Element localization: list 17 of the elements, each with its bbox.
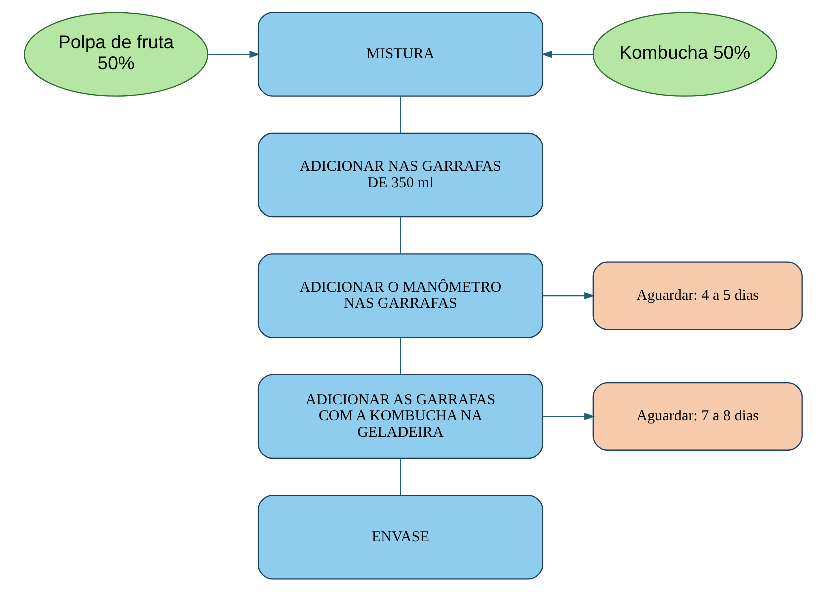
node-ellipse: Polpa de fruta 50%: [24, 12, 209, 97]
node-box: ADICIONAR AS GARRAFAS COM A KOMBUCHA NA GELADEIRA: [258, 374, 544, 460]
arrow: [544, 292, 596, 300]
arrow: [544, 413, 596, 420]
arrow: [542, 50, 594, 58]
connector: [400, 338, 402, 375]
connector: [400, 217, 402, 254]
node-box: ADICIONAR O MANÔMETRO NAS GARRAFAS: [258, 254, 544, 338]
node-ellipse: Kombucha 50%: [592, 12, 778, 97]
node-box: Aguardar: 4 a 5 dias: [592, 262, 803, 330]
connector: [400, 458, 402, 496]
node-box: ADICIONAR NAS GARRAFAS DE 350 ml: [258, 132, 544, 218]
node-box: Aguardar: 7 a 8 dias: [592, 382, 803, 451]
connector: [400, 96, 402, 134]
node-box: ENVASE: [258, 495, 544, 580]
arrow: [208, 50, 260, 58]
node-box: MISTURA: [258, 12, 544, 97]
